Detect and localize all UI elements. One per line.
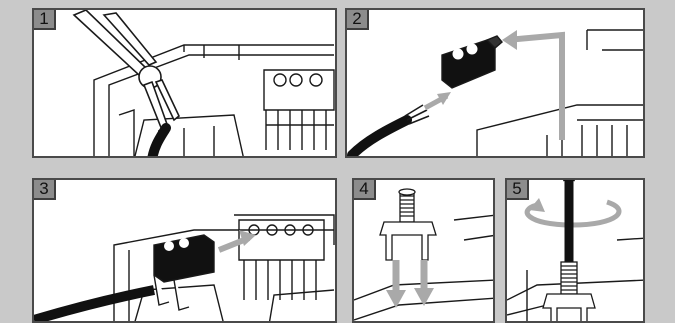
step-3-illustration: [34, 180, 337, 323]
step-4-panel: 4: [352, 178, 495, 323]
step-3-number: 3: [32, 178, 56, 200]
step-5-illustration: [507, 180, 645, 323]
step-2-panel: 2: [345, 8, 645, 158]
step-4-number: 4: [352, 178, 376, 200]
step-1-panel: 1: [32, 8, 337, 158]
step-2-illustration: [347, 10, 645, 158]
step-2-number: 2: [345, 8, 369, 30]
step-5-panel: 5: [505, 178, 645, 323]
step-3-panel: 3: [32, 178, 337, 323]
step-1-illustration: [34, 10, 337, 158]
step-1-number: 1: [32, 8, 56, 30]
step-5-number: 5: [505, 178, 529, 200]
step-4-illustration: [354, 180, 495, 323]
